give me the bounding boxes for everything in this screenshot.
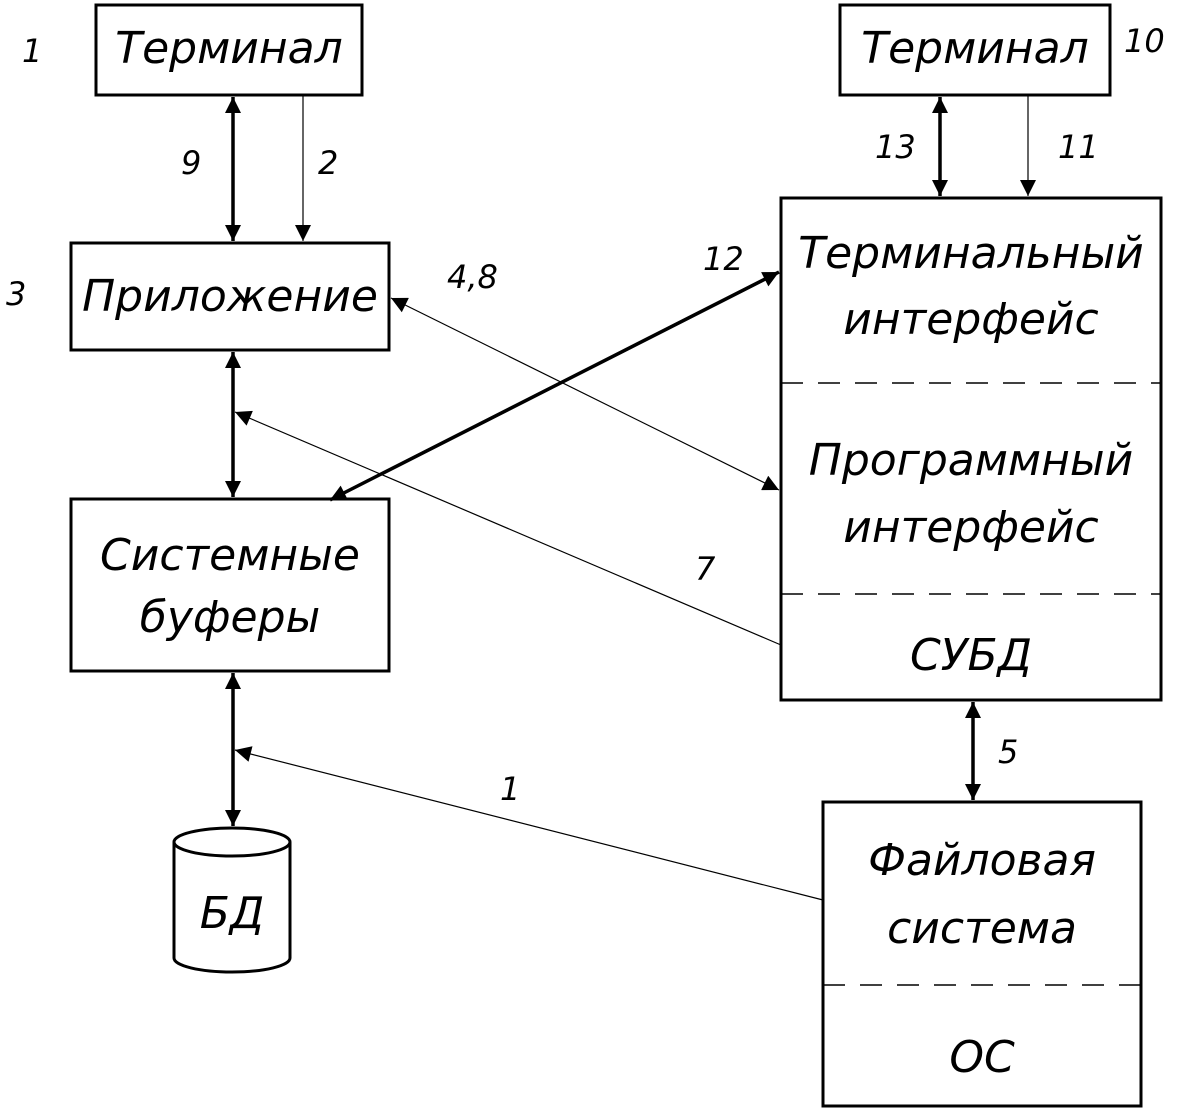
terminal-right-box: Терминал <box>838 3 1112 97</box>
terminal-interface-label-1: Терминальный <box>798 228 1144 279</box>
os-label: ОС <box>949 1032 1015 1083</box>
dbms-box: Терминальный интерфейс Программный интер… <box>779 196 1163 702</box>
system-buffers-label-2: буферы <box>140 592 321 643</box>
arrow-48-application-program-interface <box>390 297 780 491</box>
terminal-interface-label-2: интерфейс <box>843 294 1098 345</box>
system-buffers-box: Системные буферы <box>69 497 391 673</box>
terminal-right-label: Терминал <box>861 23 1089 74</box>
file-system-box: Файловая система ОС <box>821 800 1143 1108</box>
label-1-terminal: 1 <box>22 32 42 70</box>
program-interface-label-1: Программный <box>809 435 1133 486</box>
label-10-terminal: 10 <box>1124 22 1165 60</box>
application-box: Приложение <box>69 241 391 352</box>
database-label: БД <box>200 888 265 939</box>
label-4-8: 4,8 <box>447 258 498 296</box>
label-11: 11 <box>1058 128 1099 166</box>
label-12: 12 <box>703 240 744 278</box>
label-2: 2 <box>318 144 338 182</box>
file-system-label-1: Файловая <box>868 835 1096 886</box>
label-13: 13 <box>875 128 916 166</box>
label-7: 7 <box>695 550 716 588</box>
label-5: 5 <box>998 733 1018 771</box>
program-interface-label-2: интерфейс <box>843 502 1098 553</box>
application-label: Приложение <box>82 271 378 322</box>
file-system-label-2: система <box>887 903 1077 954</box>
label-9: 9 <box>181 144 201 182</box>
label-3-application: 3 <box>6 275 26 313</box>
system-buffers-label-1: Системные <box>100 530 360 581</box>
terminal-left-label: Терминал <box>115 23 343 74</box>
terminal-left-box: Терминал <box>94 3 364 97</box>
dbms-label: СУБД <box>910 630 1032 681</box>
arrow-12-buffers-terminal-interface <box>329 270 780 502</box>
database-cylinder: БД <box>172 826 292 974</box>
label-1-filesystem: 1 <box>500 770 520 808</box>
arrow-1-filesystem-database <box>234 746 824 901</box>
arrow-7-dbms-buffers <box>234 410 782 646</box>
